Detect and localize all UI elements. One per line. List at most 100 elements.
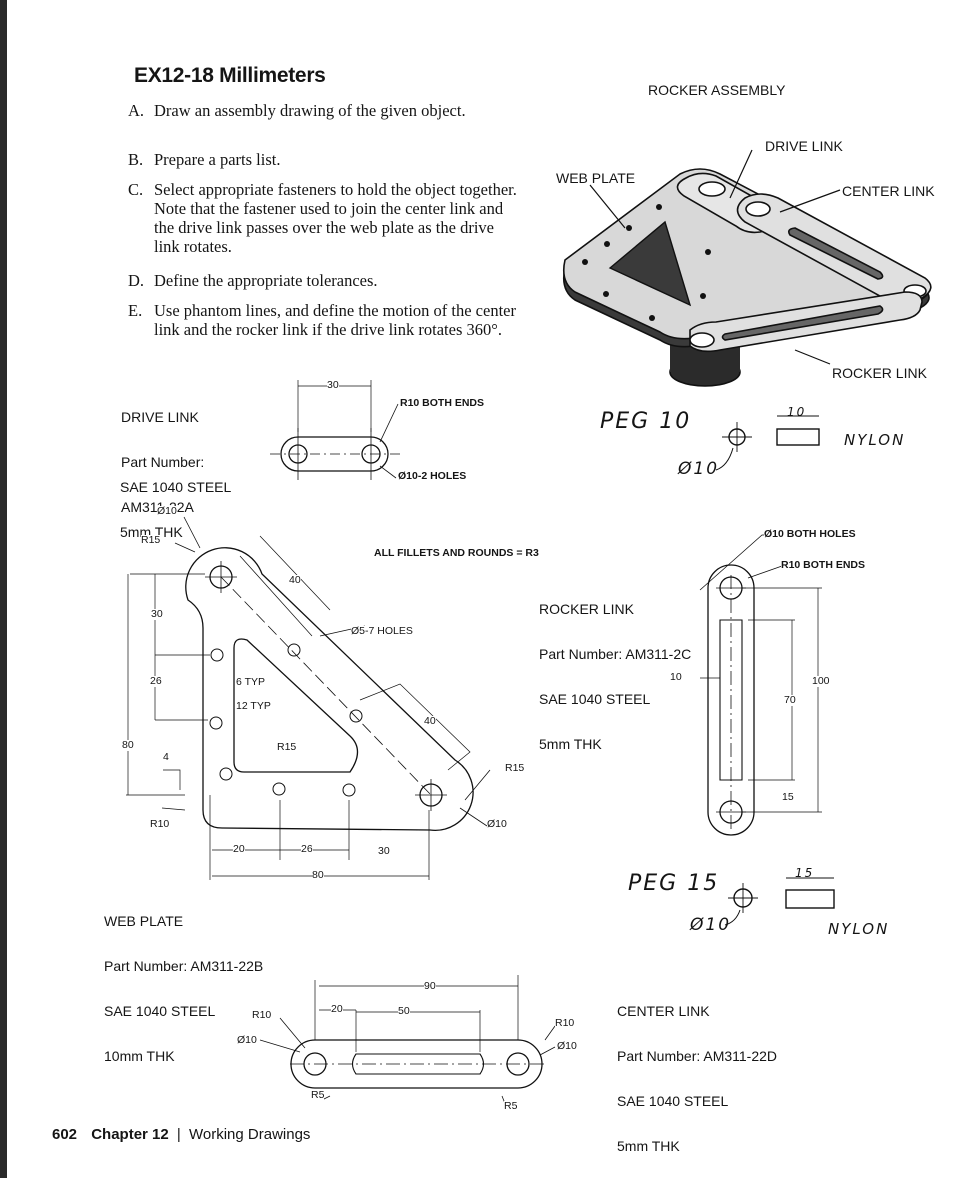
instruction-letter: A. xyxy=(128,101,145,120)
dim-center-r5b: R5 xyxy=(504,1100,518,1112)
material: SAE 1040 STEEL xyxy=(539,691,651,707)
dim-drive-length: 30 xyxy=(327,379,339,391)
instruction-e: E. Use phantom lines, and define the moti… xyxy=(128,301,522,339)
peg15-material: NYLON xyxy=(828,920,890,938)
dim-center-20: 20 xyxy=(331,1003,343,1015)
thickness: 10mm THK xyxy=(104,1048,175,1064)
dim-web-b30: 30 xyxy=(378,845,390,857)
dim-center-r5a: R5 xyxy=(311,1089,325,1101)
dim-center-90: 90 xyxy=(424,980,436,992)
part-number: Part Number: AM311-22B xyxy=(104,958,264,974)
dim-center-50: 50 xyxy=(398,1005,410,1017)
web-plate-info: WEB PLATE Part Number: AM311-22B SAE 104… xyxy=(104,884,263,1094)
part-number: Part Number: AM311-2C xyxy=(539,646,692,662)
dim-web-d10: Ø10 xyxy=(157,505,177,517)
dim-web-26: 26 xyxy=(150,675,162,687)
exercise-title: EX12-18 Millimeters xyxy=(134,64,326,87)
material: SAE 1040 STEEL xyxy=(104,1003,216,1019)
label-drive-link: DRIVE LINK xyxy=(765,138,843,154)
part-name: ROCKER LINK xyxy=(539,601,634,617)
web-plate-view xyxy=(126,516,491,880)
dim-web-r15c: R15 xyxy=(505,762,525,774)
instruction-c: C. Select appropriate fasteners to hold t… xyxy=(128,180,522,256)
dim-web-b26: 26 xyxy=(301,843,313,855)
dim-web-40b: 40 xyxy=(424,715,436,727)
dim-rocker-100: 100 xyxy=(812,675,830,687)
dim-web-r10: R10 xyxy=(150,818,170,830)
dim-web-b80: 80 xyxy=(312,869,324,881)
dim-web-30: 30 xyxy=(151,608,163,620)
instruction-text: Select appropriate fasteners to hold the… xyxy=(154,180,517,256)
instruction-letter: C. xyxy=(128,180,144,199)
instruction-letter: E. xyxy=(128,301,143,320)
peg10-label: PEG 10 xyxy=(600,409,692,434)
dim-web-6typ: 6 TYP xyxy=(236,676,265,688)
dim-center-r10a: R10 xyxy=(252,1009,272,1021)
instruction-letter: B. xyxy=(128,150,144,169)
drive-link-material: SAE 1040 STEEL 5mm THK xyxy=(120,450,231,570)
dim-web-40a: 40 xyxy=(289,574,301,586)
dim-web-b20: 20 xyxy=(233,843,245,855)
dim-drive-ends: R10 BOTH ENDS xyxy=(400,397,485,409)
dim-rocker-70: 70 xyxy=(784,694,796,706)
dim-web-d10b: Ø10 xyxy=(487,818,507,830)
dim-center-d10b: Ø10 xyxy=(557,1040,577,1052)
label-rocker-link: ROCKER LINK xyxy=(832,365,927,381)
part-number: Part Number: AM311-22D xyxy=(617,1048,778,1064)
dim-rocker-ends: R10 BOTH ENDS xyxy=(781,559,866,571)
peg10-material: NYLON xyxy=(844,431,906,449)
dim-web-12typ: 12 TYP xyxy=(236,700,271,712)
label-center-link: CENTER LINK xyxy=(842,183,935,199)
instruction-a: A. Draw an assembly drawing of the given … xyxy=(128,101,474,120)
material: SAE 1040 STEEL xyxy=(120,479,232,495)
peg15-dia: Ø10 xyxy=(690,915,732,935)
thickness: 5mm THK xyxy=(120,524,183,540)
dim-rocker-holes: Ø10 BOTH HOLES xyxy=(764,528,856,540)
instruction-letter: D. xyxy=(128,271,145,290)
instruction-text: Define the appropriate tolerances. xyxy=(154,271,378,290)
peg10-dia: Ø10 xyxy=(678,459,720,479)
peg15-label: PEG 15 xyxy=(628,871,720,896)
thickness: 5mm THK xyxy=(539,736,602,752)
page-footer: 602 Chapter 12 | Working Drawings xyxy=(52,1126,310,1143)
dim-web-4: 4 xyxy=(163,751,169,763)
instruction-b: B. Prepare a parts list. xyxy=(128,150,524,169)
label-web-plate: WEB PLATE xyxy=(556,170,636,186)
web-note: ALL FILLETS AND ROUNDS = R3 xyxy=(374,547,539,559)
dim-web-r15b: R15 xyxy=(277,741,297,753)
part-name: WEB PLATE xyxy=(104,913,184,929)
dim-web-80: 80 xyxy=(122,739,134,751)
material: SAE 1040 STEEL xyxy=(617,1093,729,1109)
peg15-length: 15 xyxy=(795,866,815,880)
dim-center-d10a: Ø10 xyxy=(237,1034,257,1046)
section-title: Working Drawings xyxy=(188,1126,311,1143)
peg10-length: 10 xyxy=(787,405,807,419)
instruction-text: Use phantom lines, and define the motion… xyxy=(154,301,516,339)
dim-rocker-15: 15 xyxy=(782,791,794,803)
instruction-text: Draw an assembly drawing of the given ob… xyxy=(154,101,466,120)
instruction-d: D. Define the appropriate tolerances. xyxy=(128,271,524,290)
peg-sketches xyxy=(715,415,835,926)
part-name: DRIVE LINK xyxy=(121,409,199,425)
dim-rocker-10: 10 xyxy=(670,671,682,683)
drive-link-view xyxy=(270,380,400,480)
part-name: CENTER LINK xyxy=(617,1003,710,1019)
center-link-view xyxy=(259,975,556,1107)
instruction-text: Prepare a parts list. xyxy=(154,150,281,169)
footer-separator: | xyxy=(176,1126,181,1143)
chapter-label: Chapter 12 xyxy=(91,1126,169,1143)
part-number-label: Part Number: xyxy=(121,454,205,470)
rocker-link-view xyxy=(699,534,822,836)
page-edge-shadow xyxy=(0,0,7,1178)
dim-center-r10b: R10 xyxy=(555,1017,575,1029)
dim-web-holes: Ø5-7 HOLES xyxy=(351,625,413,637)
assembly-title: ROCKER ASSEMBLY xyxy=(648,82,786,98)
assembly-illustration xyxy=(562,149,932,387)
thickness: 5mm THK xyxy=(617,1138,680,1154)
page-number: 602 xyxy=(52,1126,78,1143)
dim-drive-holes: Ø10-2 HOLES xyxy=(398,470,467,482)
dim-web-r15: R15 xyxy=(141,534,161,546)
rocker-link-info: ROCKER LINK Part Number: AM311-2C SAE 10… xyxy=(539,572,691,782)
